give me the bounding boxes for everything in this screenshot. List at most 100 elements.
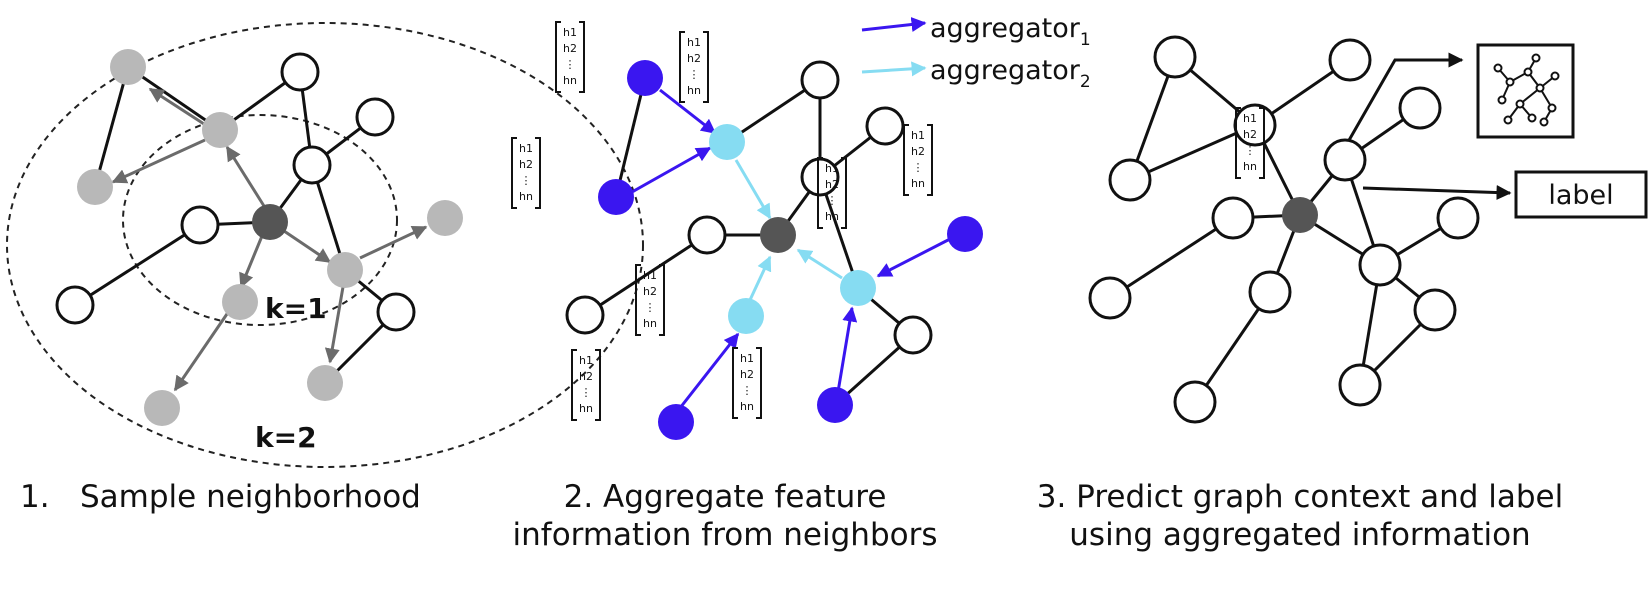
target-node <box>252 204 288 240</box>
feature-vector-entry: hn <box>687 84 701 97</box>
graph-node <box>1211 196 1255 240</box>
feature-vector-entry: h1 <box>579 354 593 367</box>
feature-vector-entry: h1 <box>911 129 925 142</box>
sampled-node <box>327 252 363 288</box>
caption-line-1: 2. Aggregate feature <box>563 479 887 515</box>
feature-vector-entry: ⋮ <box>521 174 532 187</box>
bracket-right <box>1259 107 1265 179</box>
panel2-aggregator1-arrows <box>631 88 951 409</box>
panel-predict: label <box>1088 35 1648 424</box>
feature-vector-entry: h2 <box>579 370 593 383</box>
bracket-left <box>732 347 738 419</box>
feature-vector-entry: h2 <box>563 42 577 55</box>
graph-icon <box>1476 43 1575 139</box>
feature-vector-entry: ⋮ <box>742 384 753 397</box>
legend-aggregator1-label: aggregator1 <box>930 13 1091 50</box>
graph-node <box>1173 380 1217 424</box>
feature-vector-entry: h2 <box>643 285 657 298</box>
feature-vector-entry: h1 <box>643 269 657 282</box>
feature-vector-entry: ⋮ <box>689 68 700 81</box>
feature-vector-entry: h2 <box>687 52 701 65</box>
graph-node <box>280 52 320 92</box>
caption-text: Sample neighborhood <box>80 479 421 515</box>
feature-vector: h1 h2 ⋮ hn <box>571 349 601 421</box>
legend-aggregator2-arrow <box>861 61 927 77</box>
feature-vector-entry: h2 <box>825 178 839 191</box>
feature-vector-entry: hn <box>579 402 593 415</box>
bracket-left <box>1235 107 1241 179</box>
graph-node <box>1413 288 1457 332</box>
caption-sample-neighborhood: 1. Sample neighborhood <box>20 478 421 516</box>
graph-node <box>1358 243 1402 287</box>
aggregated-node <box>728 298 764 334</box>
neighbor-node <box>947 216 983 252</box>
graph-node <box>1108 158 1152 202</box>
feature-vector-entry: hn <box>740 400 754 413</box>
feature-vector: h1 h2 ⋮ hn <box>511 137 541 209</box>
bracket-left <box>571 349 577 421</box>
panel1-sampling-arrows <box>111 87 428 392</box>
bracket-right <box>703 31 709 103</box>
feature-vector-entry: h1 <box>519 142 533 155</box>
bracket-left <box>817 157 823 229</box>
feature-vector-entry: h1 <box>825 162 839 175</box>
target-node <box>760 217 796 253</box>
neighbor-node <box>598 179 634 215</box>
graph-node <box>180 205 220 245</box>
aggregated-node <box>709 124 745 160</box>
panel3-nodes <box>1088 35 1480 424</box>
sampled-node <box>222 284 258 320</box>
k1-label: k=1 <box>265 292 327 325</box>
graph-node <box>893 315 933 355</box>
feature-vector-entry: h1 <box>563 26 577 39</box>
caption-line-2: using aggregated information <box>1069 517 1531 553</box>
k2-label: k=2 <box>255 421 317 454</box>
legend-aggregator2-label: aggregator2 <box>930 55 1091 92</box>
feature-vector-entry: h2 <box>740 368 754 381</box>
neighbor-node <box>658 404 694 440</box>
graph-node <box>800 60 840 100</box>
feature-vector-entry: h1 <box>1243 112 1257 125</box>
feature-vector-entry: h2 <box>519 158 533 171</box>
graph-node <box>1338 363 1382 407</box>
aggregated-node <box>840 270 876 306</box>
sampled-node <box>307 365 343 401</box>
graph-node <box>865 106 905 146</box>
panel-sample-neighborhood: k=1 k=2 <box>6 22 644 468</box>
bracket-right <box>595 349 601 421</box>
caption-number: 1. <box>20 479 50 515</box>
feature-vector-entry: hn <box>519 190 533 203</box>
panel1-nodes <box>55 49 463 426</box>
graph-node <box>1436 196 1480 240</box>
sampled-node <box>77 169 113 205</box>
feature-vector-entry: ⋮ <box>565 58 576 71</box>
bracket-right <box>841 157 847 229</box>
feature-vector-entry: ⋮ <box>581 386 592 399</box>
feature-vector-entry: ⋮ <box>1245 144 1256 157</box>
graph-node <box>565 295 605 335</box>
bracket-left <box>555 21 561 93</box>
bracket-right <box>659 264 665 336</box>
graph-node <box>1328 38 1372 82</box>
graph-node <box>687 215 727 255</box>
graph-node <box>55 285 95 325</box>
graph-node <box>1088 276 1132 320</box>
k1-neighborhood-boundary <box>122 114 398 326</box>
neighbor-node <box>627 60 663 96</box>
caption-line-1: 3. Predict graph context and label <box>1036 479 1564 515</box>
target-node <box>1282 197 1318 233</box>
label-box: label <box>1514 170 1648 219</box>
feature-vector-entry: ⋮ <box>913 161 924 174</box>
k2-neighborhood-boundary <box>6 22 644 468</box>
bracket-left <box>511 137 517 209</box>
bracket-right <box>927 124 933 196</box>
panel2-nodes <box>565 60 983 440</box>
graph-node <box>1153 35 1197 79</box>
feature-vector-entry: hn <box>643 317 657 330</box>
